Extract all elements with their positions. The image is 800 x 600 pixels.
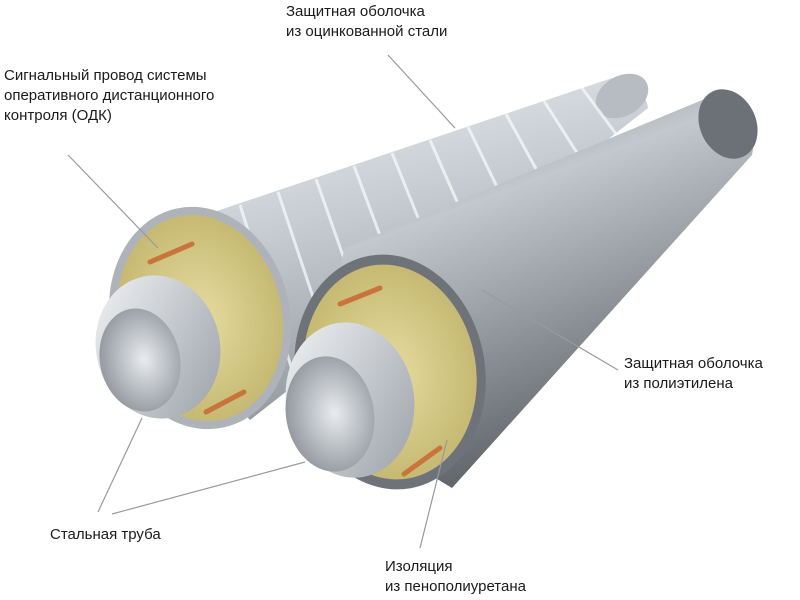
leader-galvanized (387, 54, 456, 129)
leader-insulation (419, 439, 448, 549)
leader-steel-back (97, 417, 143, 513)
label-steel-pipe: Стальная труба (50, 526, 161, 543)
label-signal-wire: Сигнальный провод системы оперативного д… (4, 67, 215, 124)
label-insulation: Изоляция из пенополиуретана (385, 558, 526, 595)
label-galvanized-shell: Защитная оболочка из оцинкованной стали (286, 3, 448, 40)
leader-lines (67, 54, 619, 549)
polyethylene-pipe (285, 89, 758, 490)
leader-signal-wire (67, 154, 159, 249)
label-polyethylene-shell: Защитная оболочка из полиэтилена (624, 355, 763, 392)
leader-polyethylene (481, 289, 619, 371)
leader-steel-front (111, 461, 306, 515)
